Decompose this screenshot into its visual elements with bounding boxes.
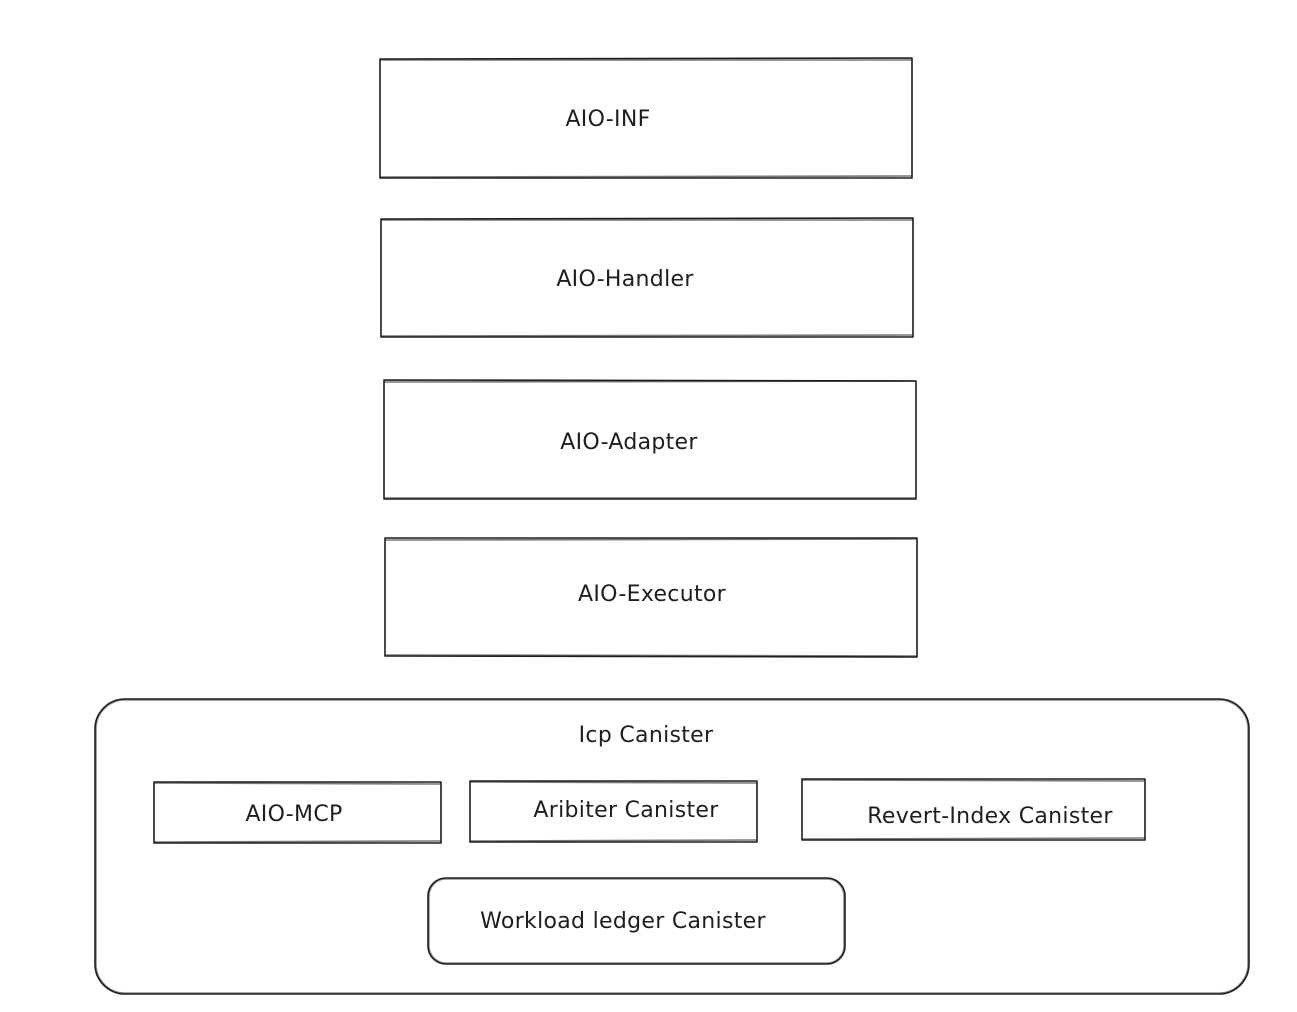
icp-canister-label: Icp Canister	[579, 723, 714, 748]
layer-aio-inf-label: AIO-INF	[565, 107, 650, 132]
workload-ledger-canister-label: Workload ledger Canister	[480, 909, 766, 934]
layer-aio-handler-label: AIO-Handler	[556, 267, 694, 292]
aio-mcp-label: AIO-MCP	[245, 802, 342, 827]
workload-ledger-canister-box: Workload ledger Canister	[427, 877, 846, 965]
layer-aio-inf: AIO-INF	[379, 57, 913, 179]
revert-index-canister-label: Revert-Index Canister	[867, 804, 1113, 829]
layer-aio-adapter: AIO-Adapter	[383, 379, 917, 500]
icp-canister-container: Icp Canister AIO-MCP Aribiter Canister R…	[94, 698, 1250, 995]
layer-aio-adapter-label: AIO-Adapter	[560, 430, 698, 455]
layer-aio-handler: AIO-Handler	[380, 217, 914, 338]
aribiter-canister-box: Aribiter Canister	[469, 780, 758, 843]
layer-aio-executor-label: AIO-Executor	[578, 582, 727, 607]
layer-aio-executor: AIO-Executor	[384, 537, 918, 658]
revert-index-canister-box: Revert-Index Canister	[801, 778, 1146, 841]
aribiter-canister-label: Aribiter Canister	[533, 798, 719, 823]
aio-mcp-box: AIO-MCP	[153, 781, 442, 844]
